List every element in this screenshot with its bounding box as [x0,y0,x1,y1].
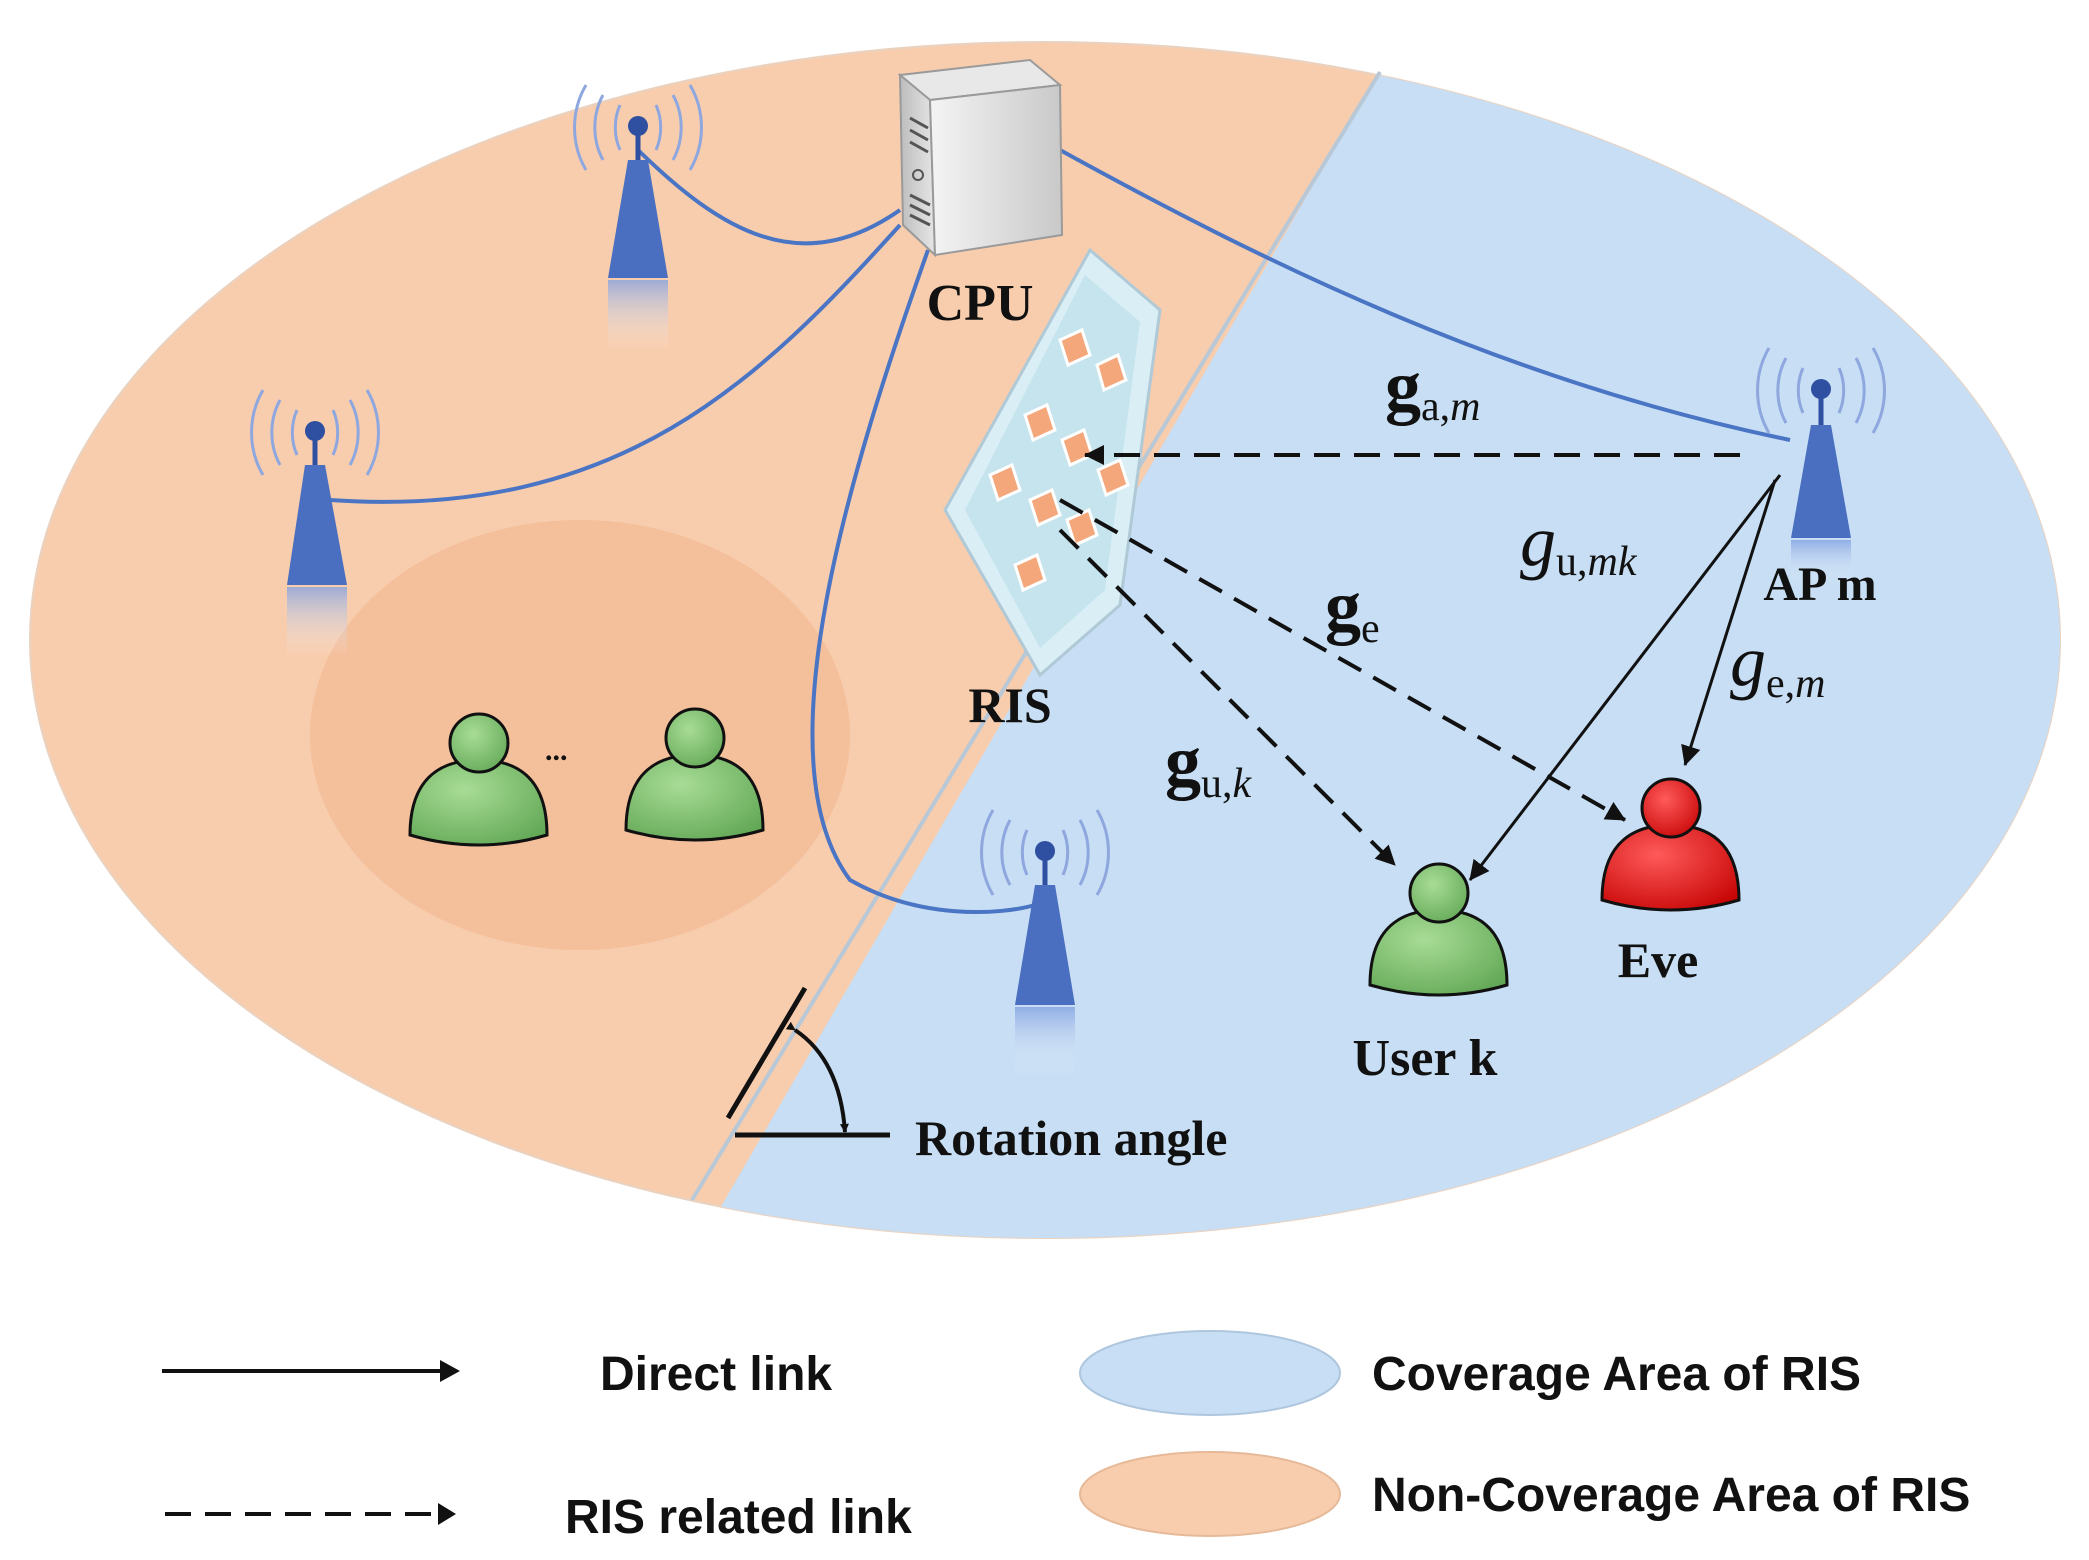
user-k-icon [1368,862,1509,997]
ellipsis-label: ... [545,734,568,767]
ris-related-links [1058,445,1740,867]
ap-m-label: AP m [1763,558,1876,611]
eve-label: Eve [1618,932,1699,988]
channel-label-g-e: ge [1325,566,1380,652]
ris-element-grid [988,327,1130,593]
legend-ris-related-link-label: RIS related link [565,1491,912,1544]
access-point-2 [250,389,380,657]
access-point-1 [573,84,703,350]
antenna-icon [287,465,347,585]
legend-non-coverage-area: Non-Coverage Area of RIS [1079,1451,1970,1537]
direct-links [1468,474,1782,881]
legend-coverage-area: Coverage Area of RIS [1079,1330,1861,1416]
legend-direct-link: Direct link [162,1348,832,1401]
legend-coverage-area-label: Coverage Area of RIS [1372,1348,1861,1401]
user-icon [408,712,549,847]
legend-non-coverage-area-label: Non-Coverage Area of RIS [1372,1469,1970,1522]
legend-ris-related-link: RIS related link [165,1491,912,1544]
access-point-3 [980,809,1110,1077]
ris-panel [943,247,1162,678]
backhaul-link-apm [1059,148,1791,442]
ris-link-ris-eve [1059,498,1626,822]
channel-label-g-umk: gu,mk [1520,501,1638,585]
channel-label-g-am: ga,m [1385,346,1481,430]
channel-label-g-uk: gu,k [1165,721,1253,807]
legend-non-coverage-swatch [1079,1451,1341,1537]
antenna-icon [1015,885,1075,1005]
legend: Direct link RIS related link Coverage Ar… [162,1330,1970,1544]
rotation-angle-label: Rotation angle [915,1110,1228,1166]
eve-icon [1600,777,1741,912]
antenna-icon [608,160,668,278]
antenna-icon [1791,425,1851,538]
user-k-label: User k [1353,1030,1498,1087]
legend-coverage-swatch [1079,1330,1341,1416]
access-point-m [1756,347,1886,585]
cpu-server-icon [897,58,1064,258]
user-cluster-area [310,520,850,950]
signal-waves-icon [250,389,380,476]
backhaul-link-ap2 [329,223,902,504]
channel-label-g-em: ge,m [1730,621,1826,707]
ris-label: RIS [968,677,1051,733]
direct-link-apm-eve [1681,479,1777,766]
backhaul-link-ap1 [636,148,902,246]
direct-link-apm-user [1468,474,1782,881]
rotation-angle-symbol [725,986,890,1138]
backhaul-links [329,148,1791,915]
backhaul-link-ap3 [810,249,1036,915]
signal-waves-icon [573,84,703,171]
legend-direct-link-label: Direct link [600,1348,832,1401]
signal-waves-icon [980,809,1110,896]
user-icon [624,707,765,842]
signal-waves-icon [1756,347,1886,434]
cpu-label: CPU [927,275,1034,332]
